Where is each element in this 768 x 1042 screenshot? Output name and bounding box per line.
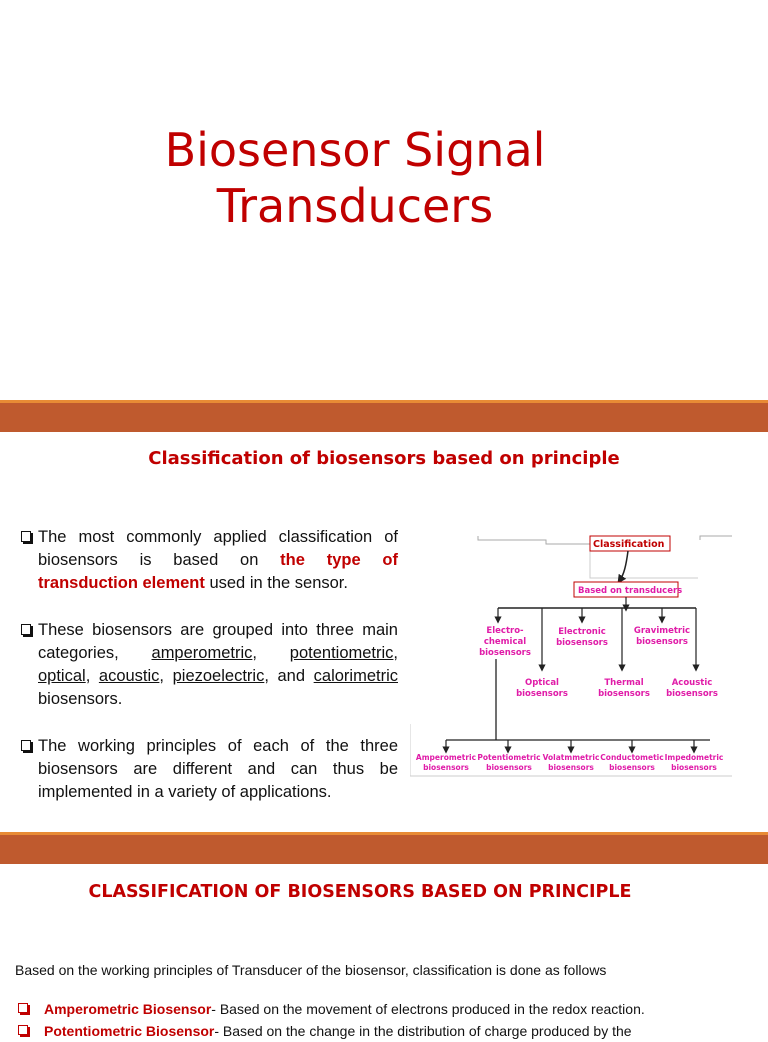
diagram-optical-label-2: biosensors <box>516 689 568 699</box>
title-slide: Biosensor Signal Transducers <box>0 0 768 400</box>
checkbox-bullet-icon <box>21 531 31 542</box>
separator: , and <box>264 667 314 685</box>
separator: , <box>252 644 290 662</box>
bullet-text: used in the sensor. <box>204 574 348 592</box>
term-optical: optical <box>38 667 86 685</box>
diagram-electrochemical-label-1: Electro- <box>486 626 524 636</box>
diagram-thermal-label-2: biosensors <box>598 689 650 699</box>
diagram-volatmmetric-label-2: biosensors <box>548 763 594 772</box>
principle-list: Amperometric Biosensor- Based on the mov… <box>17 998 757 1042</box>
slide-heading: CLASSIFICATION OF BIOSENSORS BASED ON PR… <box>88 882 632 902</box>
diagram-gravimetric-label-1: Gravimetric <box>634 626 690 636</box>
diagram-amperometric-label-2: biosensors <box>423 763 469 772</box>
bullet-item: The working principles of each of the th… <box>20 735 398 804</box>
list-item: Amperometric Biosensor- Based on the mov… <box>17 998 757 1020</box>
diagram-thermal-label-1: Thermal <box>604 678 643 688</box>
list-item: Potentiometric Biosensor- Based on the c… <box>17 1020 757 1042</box>
checkbox-bullet-icon <box>18 1003 28 1013</box>
diagram-electrochemical-label-3: biosensors <box>479 648 531 658</box>
slide-title: Biosensor Signal Transducers <box>40 122 670 234</box>
diagram-impedometric-label-2: biosensors <box>671 763 717 772</box>
intro-paragraph: Based on the working principles of Trans… <box>15 962 607 978</box>
term-acoustic: acoustic <box>98 667 160 685</box>
term-calorimetric: calorimetric <box>313 667 398 685</box>
term-piezoelectric: piezoelectric <box>172 667 265 685</box>
classification-diagram: Classification Based on transducers Elec… <box>409 528 732 780</box>
separator: , <box>393 644 399 662</box>
bullet-item: The most commonly applied classification… <box>20 526 398 595</box>
bullet-list: The most commonly applied classification… <box>20 526 398 828</box>
diagram-transducers-label: Based on transducers <box>578 586 682 596</box>
diagram-potentiometric-label-2: biosensors <box>486 763 532 772</box>
list-item-text: - Based on the movement of electrons pro… <box>211 1001 645 1017</box>
list-item-text: - Based on the change in the distributio… <box>214 1023 632 1039</box>
list-item-term: Amperometric Biosensor <box>44 1001 212 1017</box>
term-amperometric: amperometric <box>151 644 253 662</box>
diagram-impedometric-label-1: Impedometric <box>665 753 724 762</box>
slide-divider-band <box>0 832 768 864</box>
diagram-volatmmetric-label-1: Volatmmetric <box>543 753 600 762</box>
classification-slide: Classification of biosensors based on pr… <box>0 432 768 832</box>
diagram-acoustic-label-2: biosensors <box>666 689 718 699</box>
checkbox-bullet-icon <box>21 624 31 635</box>
bullet-item: These biosensors are grouped into three … <box>20 619 398 711</box>
diagram-electrochemical-label-2: chemical <box>484 637 526 647</box>
slide-divider-band <box>0 400 768 432</box>
diagram-root-label: Classification <box>593 539 665 550</box>
diagram-acoustic-label-1: Acoustic <box>672 678 713 688</box>
bullet-text: biosensors. <box>38 690 123 708</box>
diagram-potentiometric-label-1: Potentiometric <box>477 753 540 762</box>
checkbox-bullet-icon <box>18 1025 28 1035</box>
diagram-gravimetric-label-2: biosensors <box>636 637 688 647</box>
diagram-optical-label-1: Optical <box>525 678 559 688</box>
term-potentiometric: potentiometric <box>289 644 394 662</box>
bullet-text: These biosensors are grouped into three … <box>38 621 398 662</box>
diagram-electronic-label-2: biosensors <box>556 638 608 648</box>
checkbox-bullet-icon <box>21 740 31 751</box>
separator: , <box>85 667 99 685</box>
diagram-conductometic-label-2: biosensors <box>609 763 655 772</box>
separator: , <box>159 667 173 685</box>
principle-slide: CLASSIFICATION OF BIOSENSORS BASED ON PR… <box>0 864 768 1039</box>
bullet-highlight: the type of transduction element <box>38 551 398 592</box>
slide-title-line-1: Biosensor Signal <box>164 123 546 177</box>
diagram-conductometic-label-1: Conductometic <box>600 753 663 762</box>
bullet-text: The working principles of each of the th… <box>38 737 398 801</box>
diagram-amperometric-label-1: Amperometric <box>416 753 476 762</box>
diagram-electronic-label-1: Electronic <box>558 627 606 637</box>
diagram-root-box <box>589 535 671 552</box>
bullet-text: The most commonly applied classification… <box>38 528 398 569</box>
list-item-term: Potentiometric Biosensor <box>44 1023 215 1039</box>
slide-heading: Classification of biosensors based on pr… <box>148 448 620 469</box>
slide-title-line-2: Transducers <box>216 179 494 233</box>
